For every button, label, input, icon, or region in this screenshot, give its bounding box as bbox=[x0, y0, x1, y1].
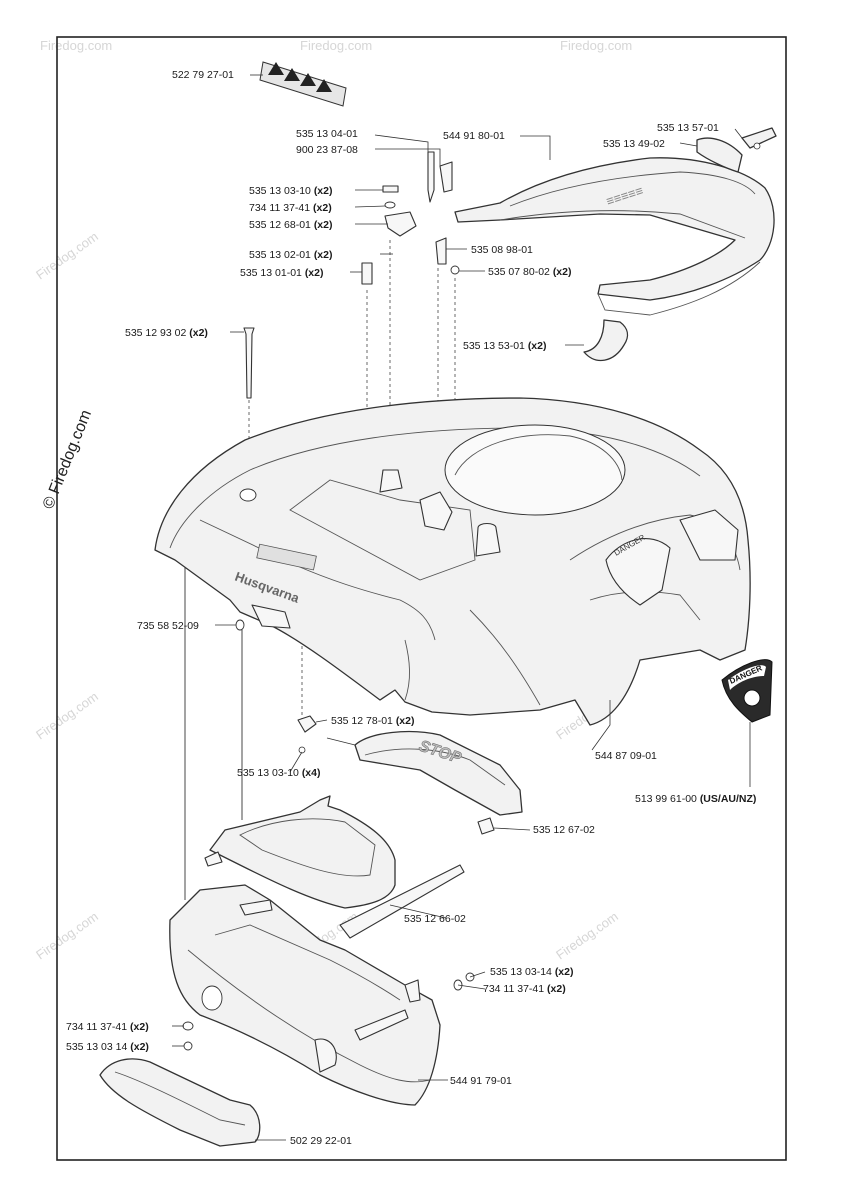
front-handle bbox=[99, 1038, 337, 1147]
watermark-text: Firedog.com bbox=[300, 38, 372, 53]
part-label: 734 11 37-41 (x2) bbox=[66, 1021, 149, 1033]
main-body-shell: Husqvarna DANGER bbox=[154, 397, 751, 726]
warning-sticker bbox=[259, 61, 347, 107]
alignment-lines bbox=[184, 240, 456, 900]
part-label: 502 29 22-01 bbox=[290, 1135, 352, 1147]
corner-watermark: © Firedog.com bbox=[40, 408, 95, 512]
watermark-text: Firedog.com bbox=[553, 909, 621, 963]
leader-lines bbox=[172, 74, 751, 1141]
part-label: 535 13 01-01 (x2) bbox=[240, 267, 324, 279]
part-label: 544 91 80-01 bbox=[443, 130, 505, 142]
part-label: 513 99 61-00 (US/AU/NZ) bbox=[635, 793, 756, 805]
watermark-text: Firedog.com bbox=[33, 689, 101, 743]
part-label: 535 13 03-14 (x2) bbox=[490, 966, 574, 978]
part-label: 535 12 93 02 (x2) bbox=[125, 327, 208, 339]
part-label: 735 58 52-09 bbox=[137, 620, 199, 632]
part-label: 535 13 53-01 (x2) bbox=[463, 340, 547, 352]
part-label: 535 07 80-02 (x2) bbox=[488, 266, 572, 278]
part-labels: 522 79 27-01 535 13 04-01 900 23 87-08 5… bbox=[66, 69, 756, 1147]
watermark-text: Firedog.com bbox=[33, 229, 101, 283]
danger-decal: DANGER bbox=[721, 659, 773, 723]
watermark-text: Firedog.com bbox=[40, 38, 112, 53]
part-label: 535 12 68-01 (x2) bbox=[249, 219, 333, 231]
bottom-fasteners bbox=[182, 619, 475, 1051]
part-label: 535 13 03-10 (x2) bbox=[249, 185, 333, 197]
part-label: 535 13 03 14 (x2) bbox=[66, 1041, 149, 1053]
part-label: 535 13 04-01 bbox=[296, 128, 358, 140]
part-label: 535 08 98-01 bbox=[471, 244, 533, 256]
hook-bracket bbox=[583, 319, 629, 362]
keypad-housing bbox=[204, 795, 465, 939]
top-cover: ≡≡≡≡≡ bbox=[454, 157, 775, 316]
handle-clip bbox=[696, 127, 777, 173]
part-label: 900 23 87-08 bbox=[296, 144, 358, 156]
fastener-cluster bbox=[243, 151, 460, 399]
watermark-text: Firedog.com bbox=[33, 909, 101, 963]
part-label: 535 13 57-01 bbox=[657, 122, 719, 134]
part-label: 535 12 78-01 (x2) bbox=[331, 715, 415, 727]
part-label: 535 13 49-02 bbox=[603, 138, 665, 150]
part-label: 535 12 66-02 bbox=[404, 913, 466, 925]
part-label: 535 12 67-02 bbox=[533, 824, 595, 836]
part-label: 535 13 03-10 (x4) bbox=[237, 767, 321, 779]
part-label: 544 91 79-01 bbox=[450, 1075, 512, 1087]
part-label: 734 11 37-41 (x2) bbox=[483, 983, 566, 995]
stop-cover: STOP bbox=[297, 715, 523, 835]
watermark-text: Firedog.com bbox=[560, 38, 632, 53]
part-label: 544 87 09-01 bbox=[595, 750, 657, 762]
front-bumper bbox=[169, 884, 441, 1106]
part-label: 535 13 02-01 (x2) bbox=[249, 249, 333, 261]
part-label: 522 79 27-01 bbox=[172, 69, 234, 81]
part-label: 734 11 37-41 (x2) bbox=[249, 202, 332, 214]
diagram-frame bbox=[56, 36, 787, 1161]
